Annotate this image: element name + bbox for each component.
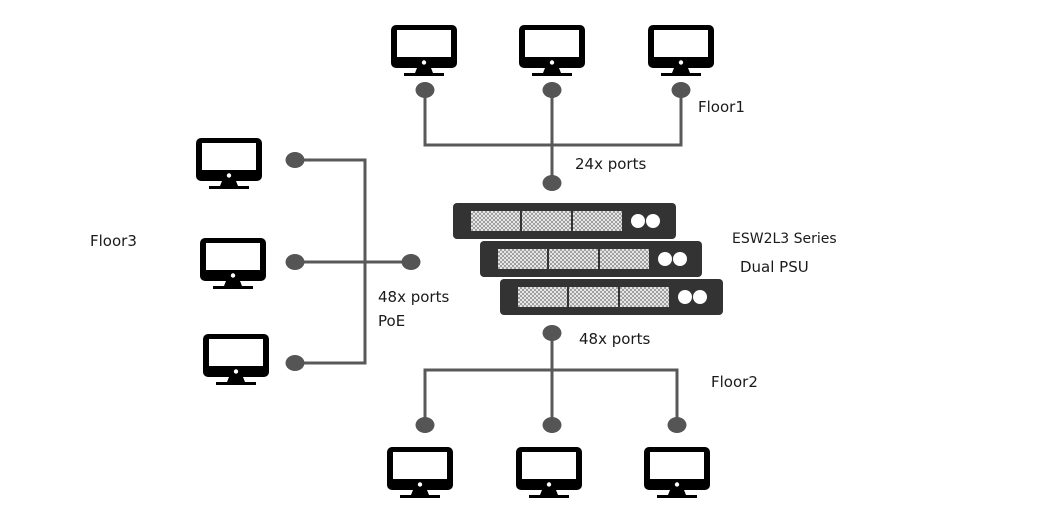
floor1-computer: [519, 25, 585, 76]
status-led-icon: [673, 252, 687, 266]
port-grille: [522, 211, 571, 231]
monitor-screen: [206, 243, 260, 270]
port-grille: [573, 211, 622, 231]
monitor-stand: [540, 490, 558, 495]
connection-node-icon: [285, 355, 305, 371]
connection-node-icon: [542, 417, 562, 433]
port-grille: [600, 249, 649, 269]
port-grille: [471, 211, 520, 231]
monitor-base: [213, 286, 253, 289]
computers: [196, 25, 714, 498]
monitor-stand: [411, 490, 429, 495]
floor3-computer: [203, 334, 269, 385]
connection-node-icon: [415, 417, 435, 433]
monitor-power-dot: [226, 173, 232, 178]
floor1-computer: [391, 25, 457, 76]
monitor-base: [661, 73, 701, 76]
monitor-stand: [224, 281, 242, 286]
floor3-label: Floor3: [90, 232, 137, 250]
status-led-icon: [646, 214, 660, 228]
monitor-base: [532, 73, 572, 76]
connection-node-icon: [542, 325, 562, 341]
monitor-base: [400, 495, 440, 498]
monitor-screen: [393, 452, 447, 479]
port-grille: [518, 287, 567, 307]
port-grille: [498, 249, 547, 269]
switch-unit-2: [480, 241, 702, 277]
monitor-power-dot: [549, 60, 555, 65]
monitor-base: [404, 73, 444, 76]
floor2-computer: [644, 447, 710, 498]
connection-lines: [295, 90, 683, 425]
monitor-stand: [668, 490, 686, 495]
connection-node-icon: [542, 82, 562, 98]
connection-node-icon: [415, 82, 435, 98]
monitor-screen: [202, 143, 256, 170]
switch-psu-label: Dual PSU: [740, 258, 809, 276]
monitor-stand: [543, 68, 561, 73]
monitor-power-dot: [421, 60, 427, 65]
monitor-power-dot: [233, 369, 239, 374]
status-led-icon: [678, 290, 692, 304]
floor2-port-label: 48x ports: [579, 330, 651, 348]
connection-nodes: [285, 82, 691, 433]
floor3-computer: [200, 238, 266, 289]
monitor-power-dot: [230, 273, 236, 278]
floor1-label: Floor1: [698, 98, 745, 116]
floor1-computer: [648, 25, 714, 76]
monitor-base: [529, 495, 569, 498]
floor2-computer: [516, 447, 582, 498]
connection-node-icon: [667, 417, 687, 433]
floor3-port-label: 48x ports: [378, 288, 450, 306]
connection-node-icon: [285, 152, 305, 168]
port-grille: [569, 287, 618, 307]
monitor-power-dot: [674, 482, 680, 487]
status-led-icon: [693, 290, 707, 304]
port-grille: [620, 287, 669, 307]
monitor-base: [209, 186, 249, 189]
monitor-screen: [525, 30, 579, 57]
connection-node-icon: [671, 82, 691, 98]
monitor-base: [657, 495, 697, 498]
floor2-label: Floor2: [711, 373, 758, 391]
floor3-computer: [196, 138, 262, 189]
floor1-port-label: 24x ports: [575, 155, 647, 173]
switch-unit-3: [500, 279, 723, 315]
connection-node-icon: [401, 254, 421, 270]
connection-node-icon: [542, 175, 562, 191]
connection-node-icon: [285, 254, 305, 270]
switch-series-label: ESW2L3 Series: [732, 231, 837, 247]
floor3-poe-label: PoE: [378, 312, 406, 330]
monitor-power-dot: [546, 482, 552, 487]
monitor-screen: [650, 452, 704, 479]
switch-unit-1: [453, 203, 676, 239]
monitor-base: [216, 382, 256, 385]
port-grille: [549, 249, 598, 269]
status-led-icon: [658, 252, 672, 266]
monitor-stand: [672, 68, 690, 73]
monitor-stand: [415, 68, 433, 73]
monitor-screen: [654, 30, 708, 57]
monitor-screen: [209, 339, 263, 366]
monitor-stand: [220, 181, 238, 186]
monitor-stand: [227, 377, 245, 382]
monitor-screen: [397, 30, 451, 57]
floor2-computer: [387, 447, 453, 498]
monitor-power-dot: [417, 482, 423, 487]
switch-stack: [453, 203, 723, 315]
monitor-screen: [522, 452, 576, 479]
monitor-power-dot: [678, 60, 684, 65]
status-led-icon: [631, 214, 645, 228]
